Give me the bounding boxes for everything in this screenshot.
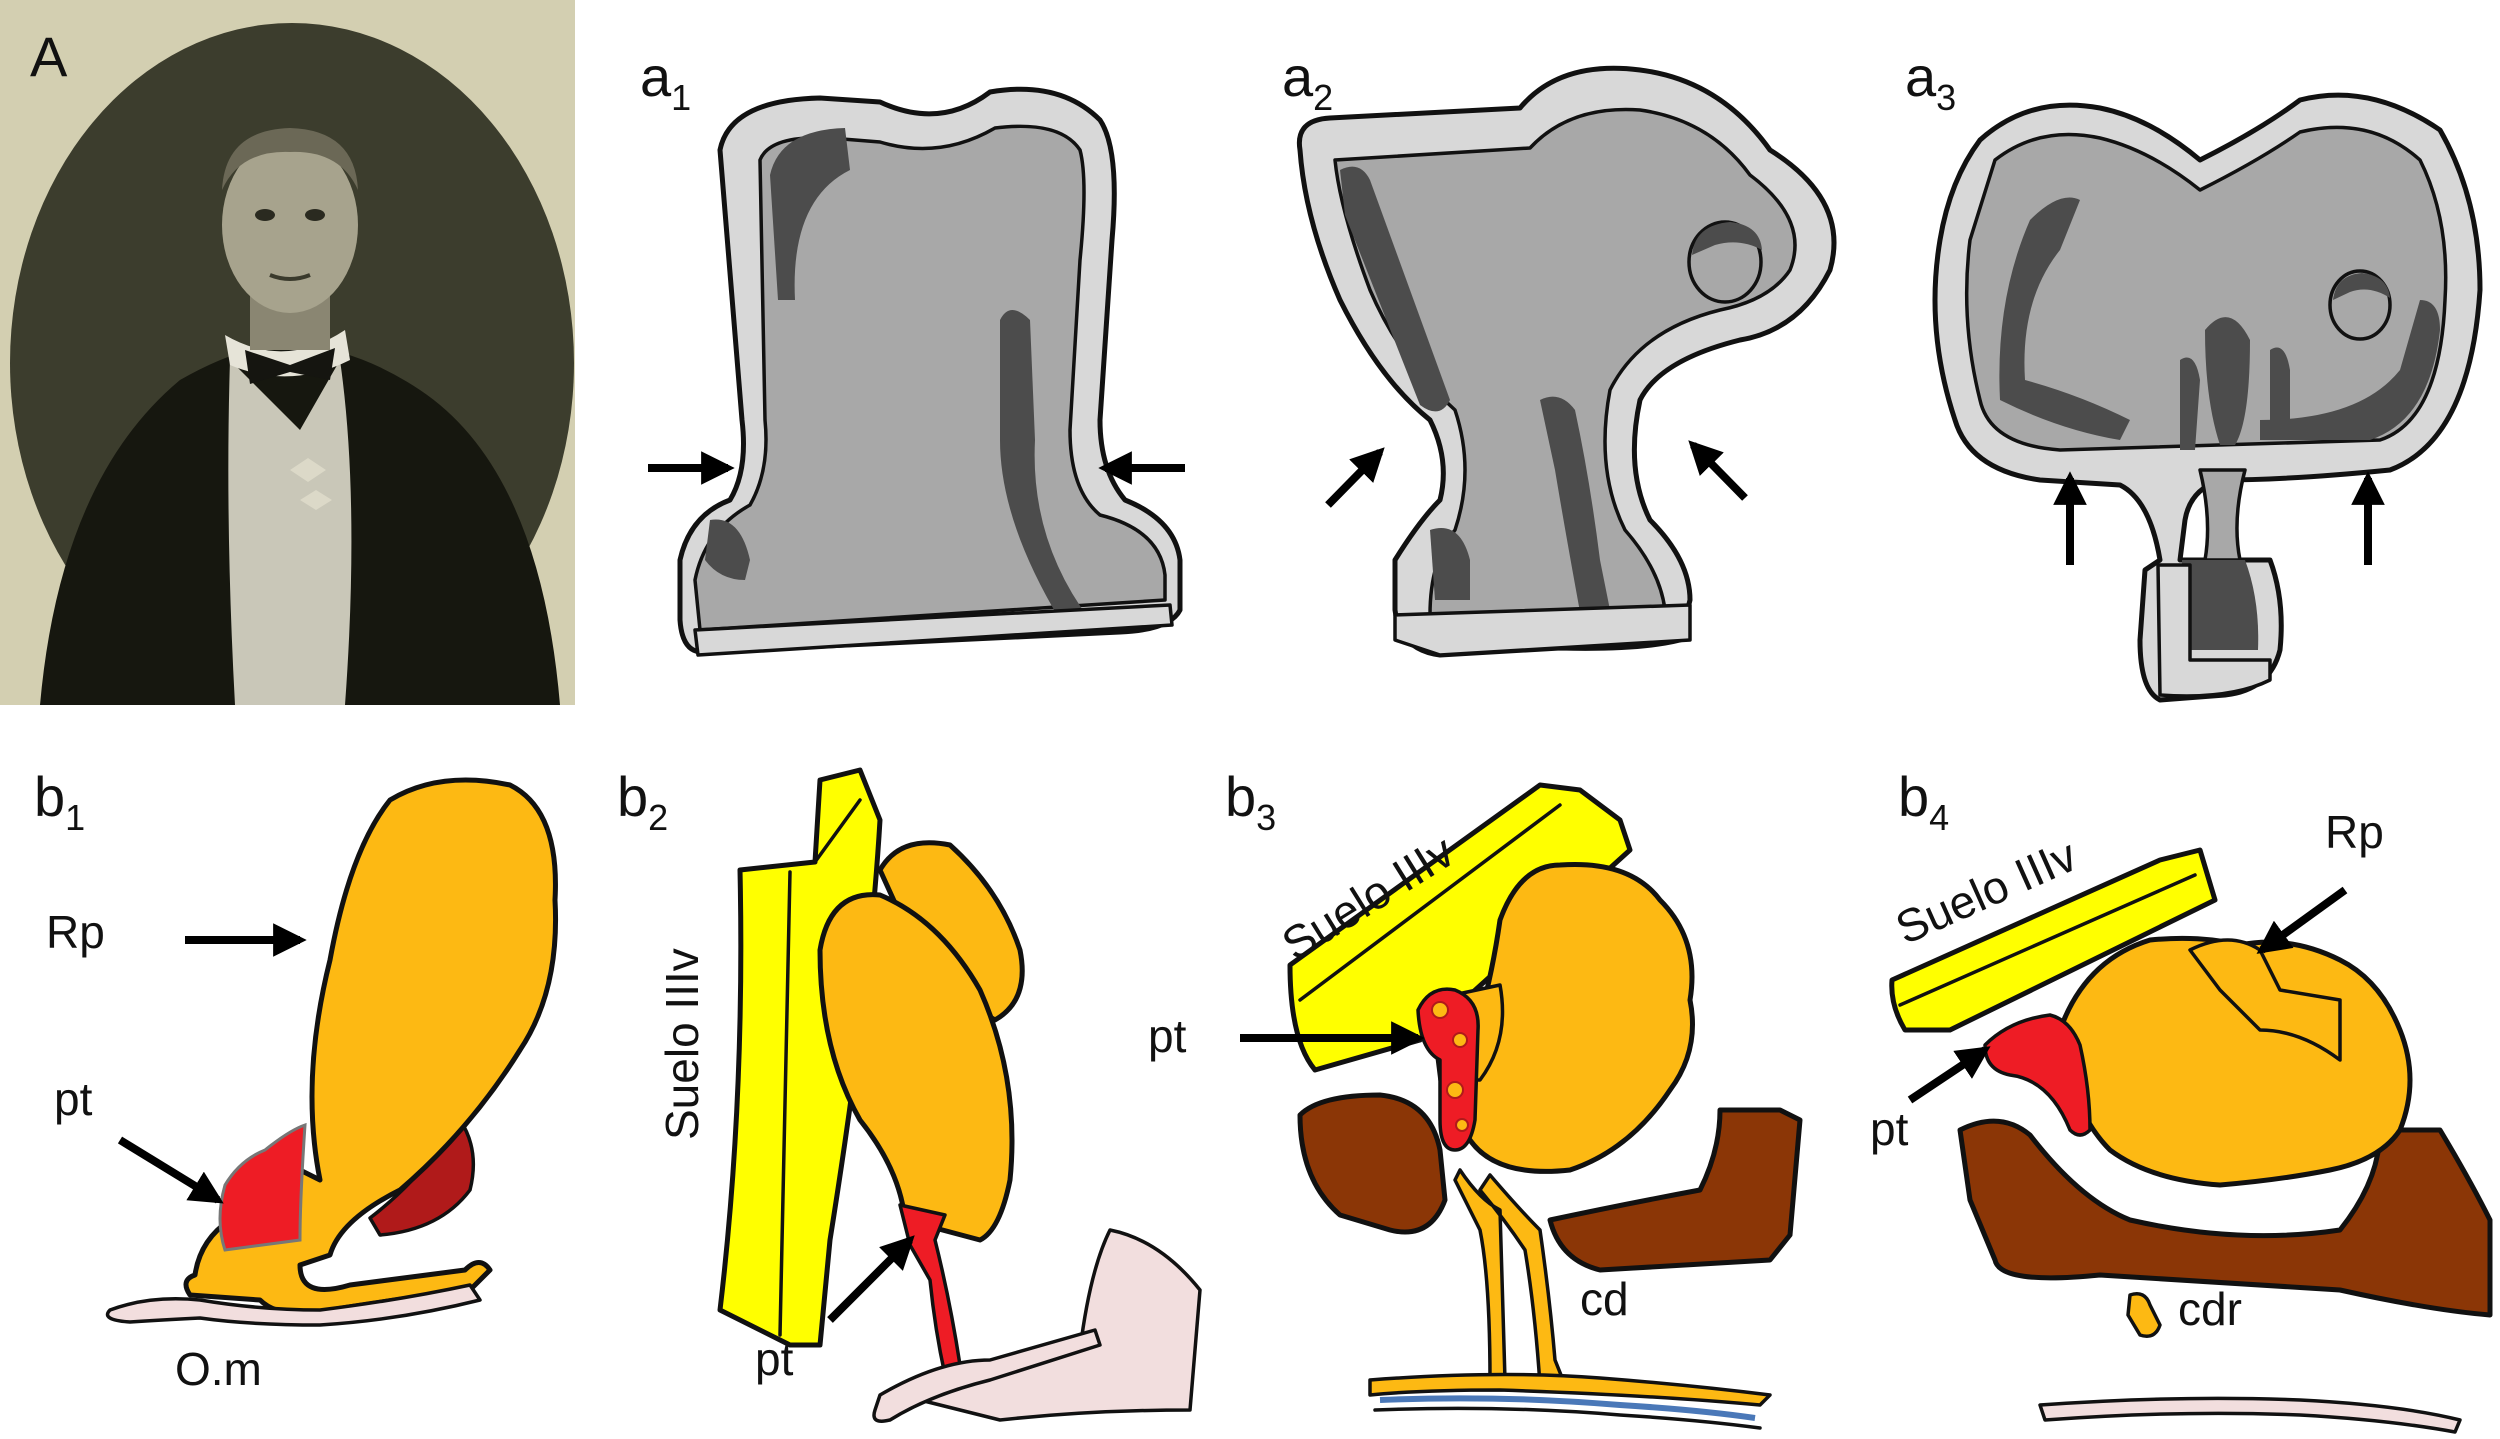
panel-label-b4: b4 <box>1898 765 1949 838</box>
b1-label-pt: pt <box>54 1073 93 1125</box>
panel-a2-diagram <box>1299 68 1834 655</box>
a2-arrow-left <box>1328 452 1380 505</box>
b2-arrow-pt <box>830 1240 910 1320</box>
panel-label-a1: a1 <box>640 45 691 118</box>
panel-label-b2: b2 <box>617 765 668 838</box>
b3-pt-cell-1 <box>1432 1002 1448 1018</box>
b3-craniopharyngeal-duct <box>1455 1170 1565 1385</box>
panel-label-b1: b1 <box>34 765 85 838</box>
panel-b3-diagram <box>1240 785 1800 1428</box>
b4-oral-membrane <box>2040 1398 2460 1432</box>
panel-label-a2: a2 <box>1282 45 1333 118</box>
panel-label-A: A <box>30 25 68 88</box>
b4-label-pt: pt <box>1870 1103 1909 1155</box>
panel-a1-diagram <box>648 89 1185 655</box>
b1-arrow-pt <box>120 1140 218 1200</box>
b4-label-rp: Rp <box>2325 806 2384 858</box>
panel-A-portrait <box>0 0 575 705</box>
b4-pars-tuberalis <box>1985 1015 2090 1135</box>
a3-stalk <box>2200 470 2245 560</box>
b3-pt-cell-4 <box>1456 1119 1468 1131</box>
a2-arrow-right <box>1693 445 1745 498</box>
b1-pars-tuberalis <box>220 1125 305 1250</box>
b1-label-rp: Rp <box>46 906 105 958</box>
panel-b1-diagram <box>108 780 556 1325</box>
b3-pt-cell-3 <box>1447 1082 1463 1098</box>
b3-label-cd: cd <box>1580 1273 1629 1325</box>
b3-pt-cell-2 <box>1453 1033 1467 1047</box>
panel-label-a3: a3 <box>1905 45 1956 118</box>
b4-cdr <box>2128 1294 2160 1337</box>
b2-label-suelo: Suelo IIIv <box>656 948 708 1140</box>
b4-label-cdr: cdr <box>2178 1283 2242 1335</box>
panel-b4-diagram <box>1892 850 2490 1432</box>
panel-label-b3: b3 <box>1225 765 1276 838</box>
panel-b2-diagram <box>720 770 1200 1421</box>
b4-arrow-rp <box>2262 890 2345 950</box>
b3-brown-left <box>1300 1095 1445 1232</box>
b3-label-pt: pt <box>1148 1010 1187 1062</box>
b1-label-om: O.m <box>175 1343 262 1395</box>
b2-label-pt: pt <box>755 1333 794 1385</box>
b2-brain-brown <box>920 1230 1200 1420</box>
b4-arrow-pt <box>1910 1050 1985 1100</box>
panel-a3-diagram <box>1935 95 2480 700</box>
